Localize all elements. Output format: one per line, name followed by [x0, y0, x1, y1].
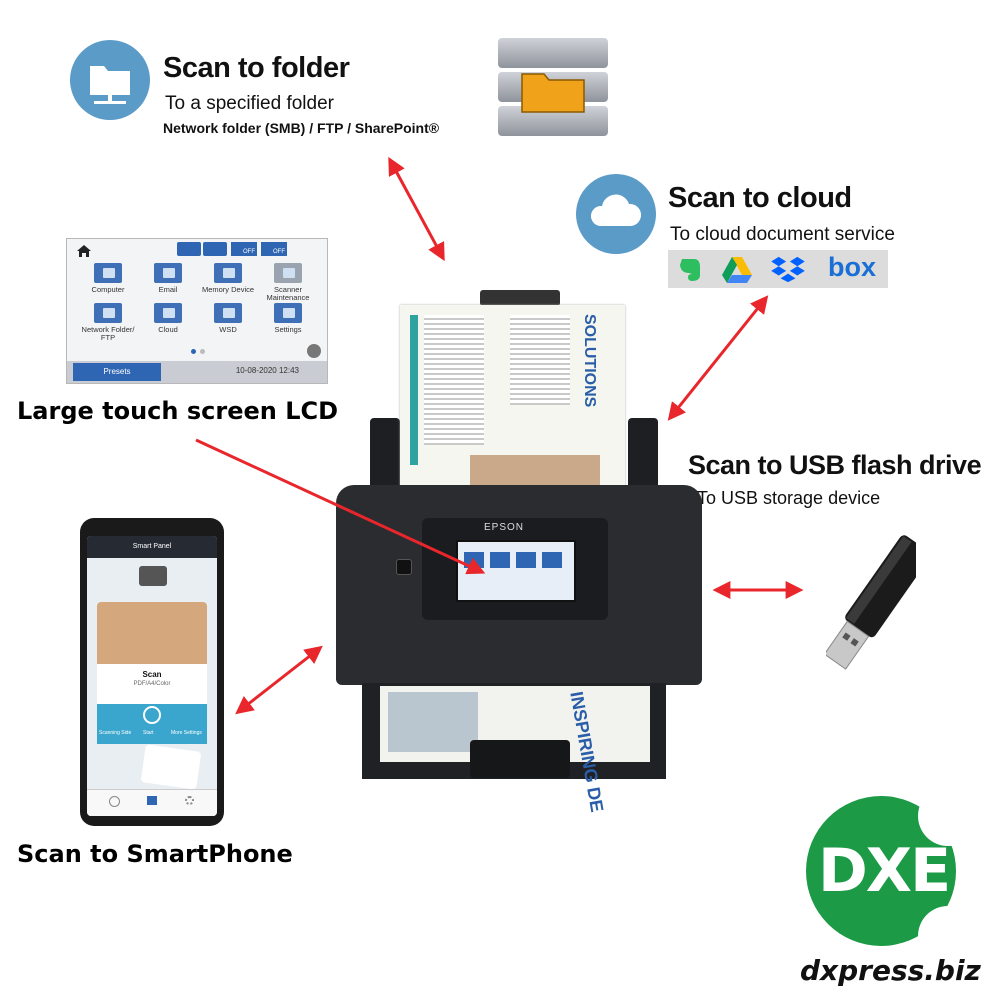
app-title: Smart Panel [87, 536, 217, 558]
lcd-tile [542, 552, 562, 568]
next-arrow-icon [307, 344, 321, 358]
evernote-icon [680, 259, 700, 281]
maintenance-icon [274, 263, 302, 283]
page-dot [200, 349, 205, 354]
off-badge-1: OFF [231, 242, 257, 256]
scan-photo [97, 602, 207, 664]
scanner-input-paper [400, 305, 625, 505]
page-dot-active [191, 349, 196, 354]
dxe-logo-circle [806, 786, 978, 966]
presets-button: Presets [73, 363, 161, 381]
paper-text-lines [424, 315, 484, 445]
touch-screen-preview: OFF OFF Computer Email Memory Device Sca… [66, 238, 328, 384]
tile-wsd: WSD [199, 303, 257, 334]
tile-network-folder: Network Folder/ FTP [79, 303, 137, 342]
touch-screen-timestamp: 10-08-2020 12:43 [235, 366, 299, 375]
scan-actions-bar: Scanning Side Start More Settings [97, 704, 207, 744]
scan-to-cloud-subtitle: To cloud document service [670, 224, 895, 245]
tile-computer: Computer [79, 263, 137, 294]
network-folder-icon [94, 303, 122, 323]
off-badge-2: OFF [261, 242, 287, 256]
tray-stopper [470, 740, 570, 778]
scanning-side-label: Scanning Side [99, 730, 132, 736]
paper-text-lines [510, 315, 570, 405]
wifi-icon [203, 242, 227, 256]
tile-cloud: Cloud [139, 303, 197, 334]
smartphone-caption: Scan to SmartPhone [17, 840, 293, 868]
box-logo: box [828, 252, 877, 282]
power-button-icon [396, 559, 412, 575]
arrow-folder [388, 156, 445, 262]
memory-device-icon [214, 263, 242, 283]
arrow-smartphone [235, 645, 323, 715]
lcd-tile [490, 552, 510, 568]
tile-email: Email [139, 263, 197, 294]
cloud-icon [154, 303, 182, 323]
home-icon [77, 245, 91, 257]
home-icon [147, 796, 157, 805]
smartphone-screen: Smart Panel Scan PDF/A4/Color Scanning S… [87, 536, 217, 816]
output-photo [388, 692, 478, 752]
cloud-service-logos: box [668, 250, 888, 288]
arrow-touch-screen [195, 438, 486, 575]
network-folder-icon [90, 66, 130, 104]
wifi-direct-icon [177, 242, 201, 256]
scanner-brand: EPSON [484, 522, 525, 533]
dxe-logo-mark: DXE [818, 836, 951, 906]
touch-screen-caption: Large touch screen LCD [17, 397, 339, 425]
scan-label: Scan [142, 670, 162, 679]
dxe-site-url: dxpress.biz [800, 954, 981, 987]
arrow-cloud [667, 295, 769, 421]
scanner-hopper-extension [480, 290, 560, 306]
logo-cutout [918, 786, 978, 846]
scanner-guide-right [628, 418, 658, 498]
gear-icon [274, 303, 302, 323]
lcd-tile [516, 552, 536, 568]
more-settings-label: More Settings [171, 730, 202, 736]
touch-screen-bottom-bar: Presets 10-08-2020 12:43 [67, 361, 327, 383]
start-label: Start [143, 730, 154, 736]
gear-icon [185, 796, 194, 805]
google-drive-icon [722, 257, 752, 283]
tile-settings: Settings [259, 303, 317, 334]
email-icon [154, 263, 182, 283]
cloud-icon [590, 194, 642, 226]
wsd-icon [214, 303, 242, 323]
folder-circle-icon [70, 40, 150, 120]
smartphone: Smart Panel Scan PDF/A4/Color Scanning S… [80, 518, 224, 826]
scanner-guide-left [370, 418, 400, 498]
scan-to-folder-subtitle: To a specified folder [165, 93, 334, 114]
scan-to-folder-title: Scan to folder [163, 52, 350, 84]
phone-tab-bar [87, 789, 217, 816]
start-icon [143, 706, 161, 724]
tile-scanner-maintenance: Scanner Maintenance [259, 263, 317, 302]
dropbox-icon [771, 256, 805, 283]
usb-drive-icon [826, 535, 916, 670]
computer-icon [94, 263, 122, 283]
scan-to-folder-detail: Network folder (SMB) / FTP / SharePoint® [163, 120, 440, 136]
info-icon [109, 796, 120, 807]
tile-memory-device: Memory Device [199, 263, 257, 294]
scan-to-cloud-title: Scan to cloud [668, 182, 852, 214]
logo-cutout [918, 906, 978, 966]
cloud-circle-icon [576, 174, 656, 254]
scan-to-usb-title: Scan to USB flash drive [688, 450, 982, 480]
paper-stripe [410, 315, 418, 465]
scan-detail: PDF/A4/Color [133, 681, 171, 687]
scanner-thumbnail-icon [139, 566, 167, 586]
scan-to-usb-subtitle: To USB storage device [697, 488, 881, 508]
